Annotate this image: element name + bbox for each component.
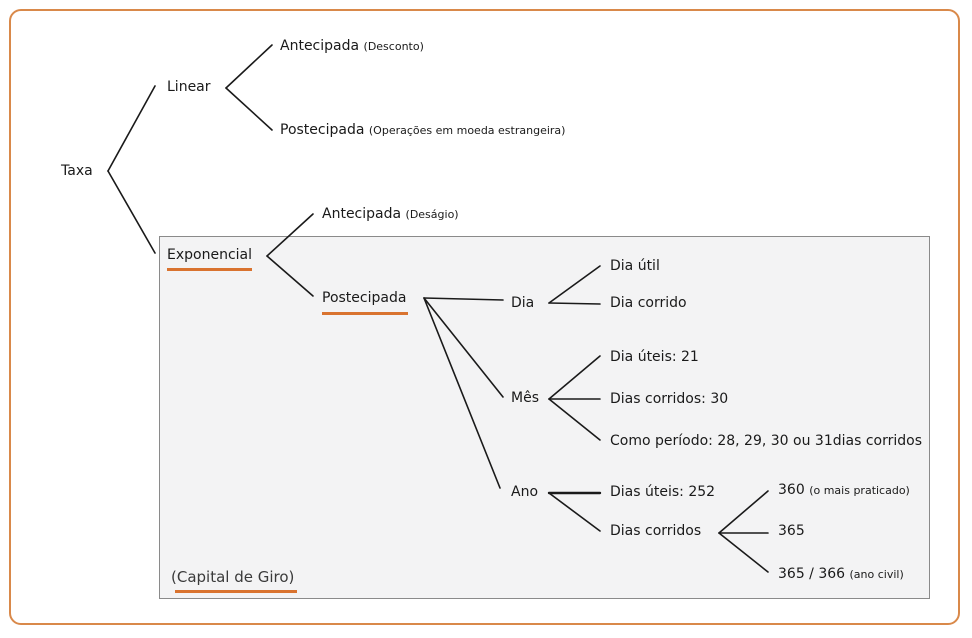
node-taxa: Taxa — [61, 163, 93, 179]
node-mes-uteis: Dia úteis: 21 — [610, 349, 699, 365]
line-ano-corridos — [548, 492, 601, 532]
line-corridos-360 — [718, 490, 769, 534]
line-mes-uteis — [548, 355, 601, 400]
line-post-ano — [423, 297, 501, 489]
line-linear-postecipada — [225, 87, 273, 131]
node-exp-postecipada: Postecipada — [322, 290, 407, 306]
note-ano-civil: (ano civil) — [849, 568, 904, 581]
node-ano-uteis: Dias úteis: 252 — [610, 484, 716, 500]
underline-exponencial — [167, 268, 252, 271]
line-dia-util — [548, 265, 601, 304]
node-linear-postecipada: Postecipada (Operações em moeda estrange… — [280, 122, 566, 138]
node-dia-corrido: Dia corrido — [610, 295, 687, 311]
node-mes-periodo: Como período: 28, 29, 30 ou 31dias corri… — [610, 433, 922, 449]
node-mes-corridos: Dias corridos: 30 — [610, 391, 729, 407]
line-dia-corrido — [548, 302, 601, 305]
node-exp-antecipada: Antecipada (Deságio) — [322, 206, 459, 222]
line-exp-antecipada — [266, 213, 314, 257]
underline-postecipada — [322, 312, 408, 315]
note-desconto: (Desconto) — [363, 40, 424, 53]
note-mais-praticado: (o mais praticado) — [809, 484, 910, 497]
node-ano-corridos: Dias corridos — [610, 523, 702, 539]
line-post-mes — [423, 297, 504, 398]
exponencial-panel — [159, 236, 930, 599]
underline-caption — [175, 590, 297, 593]
line-post-dia — [423, 297, 504, 301]
diagram-frame — [9, 9, 960, 625]
node-365: 365 — [778, 523, 805, 539]
node-360: 360 (o mais praticado) — [778, 482, 910, 498]
line-mes-periodo — [548, 398, 601, 441]
note-moeda-estrangeira: (Operações em moeda estrangeira) — [368, 124, 566, 137]
node-linear: Linear — [167, 79, 211, 95]
node-mes: Mês — [511, 390, 539, 406]
line-corridos-366 — [718, 532, 769, 573]
node-dia-util: Dia útil — [610, 258, 660, 274]
line-taxa-linear — [107, 85, 156, 172]
node-dia: Dia — [511, 295, 535, 311]
panel-caption: (Capital de Giro) — [171, 568, 295, 586]
node-ano: Ano — [511, 484, 539, 500]
node-linear-antecipada: Antecipada (Desconto) — [280, 38, 424, 54]
line-linear-antecipada — [225, 44, 273, 89]
node-365-366: 365 / 366 (ano civil) — [778, 566, 904, 582]
node-exponencial: Exponencial — [167, 247, 252, 263]
line-taxa-exponencial — [107, 170, 156, 254]
note-desagio: (Deságio) — [405, 208, 459, 221]
line-exp-postecipada — [266, 255, 314, 297]
